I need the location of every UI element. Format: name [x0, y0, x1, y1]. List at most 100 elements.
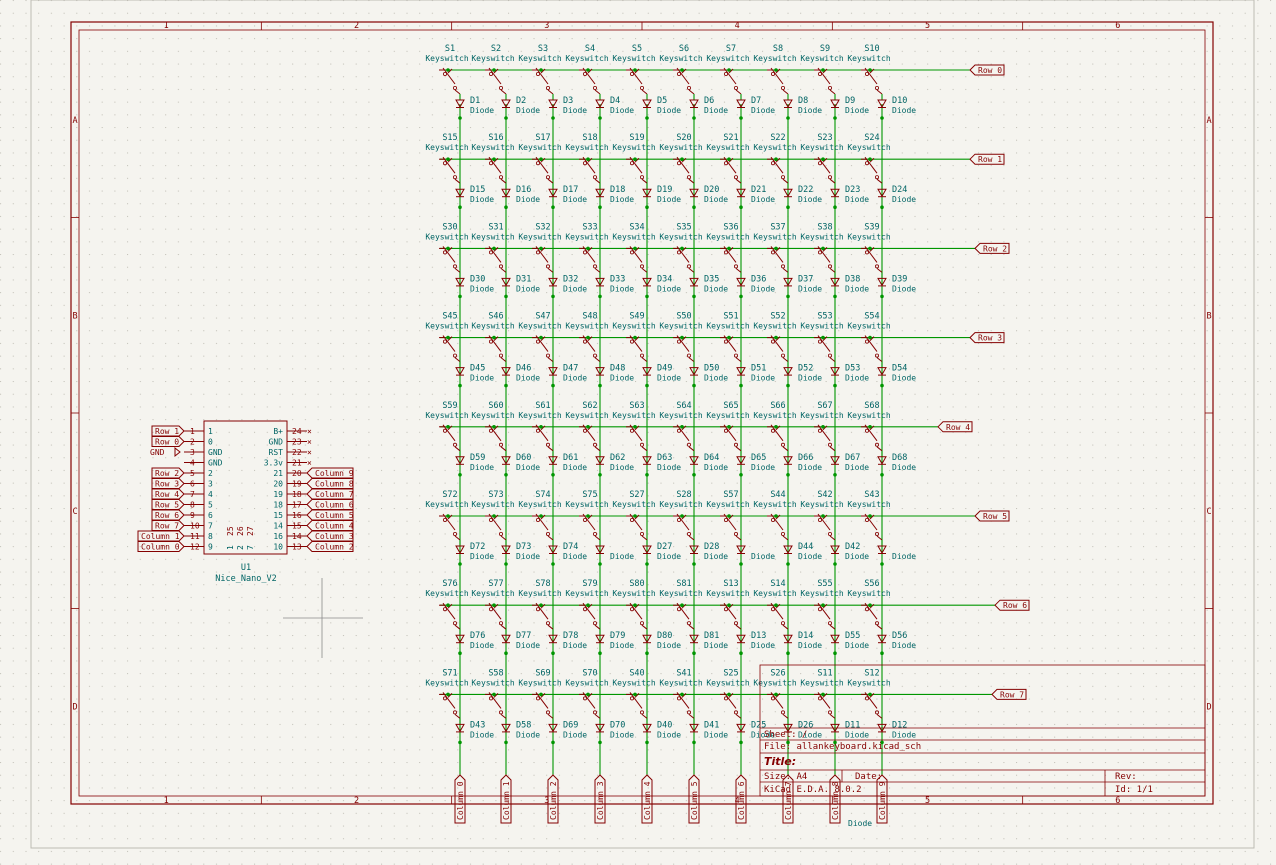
- row-label-7[interactable]: Row 7: [991, 688, 1027, 700]
- row-label-3[interactable]: Row 3: [969, 332, 1005, 344]
- column-label-2[interactable]: Column 2: [547, 774, 559, 824]
- diode-r5c6[interactable]: Diode: [736, 540, 775, 566]
- row-label-6[interactable]: Row 6: [994, 599, 1030, 611]
- column-label-7[interactable]: Column 7: [782, 774, 794, 824]
- row-label-2[interactable]: Row 2: [974, 242, 1010, 254]
- row-label-1[interactable]: Row 1: [969, 153, 1005, 165]
- column-label-9[interactable]: Column 9: [876, 774, 888, 824]
- diode-r5c9[interactable]: Diode: [877, 540, 916, 566]
- u1-pin-25[interactable]: 251: [226, 526, 235, 550]
- column-label-4[interactable]: Column 4: [641, 774, 653, 824]
- column-label-3[interactable]: Column 3: [594, 774, 606, 824]
- u1-pin-21[interactable]: 213.3v×: [264, 459, 312, 468]
